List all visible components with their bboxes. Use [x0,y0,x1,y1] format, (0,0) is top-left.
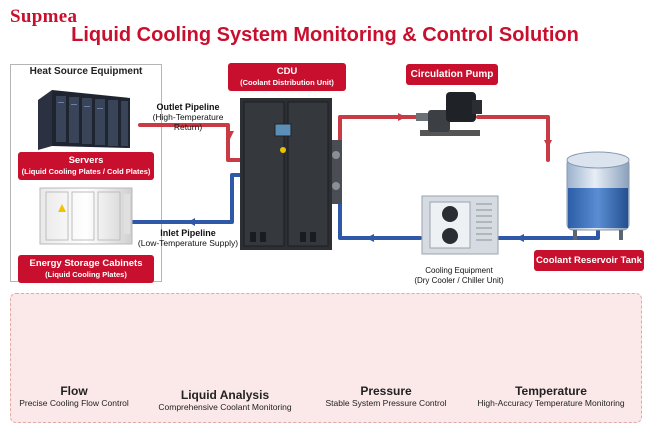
cdu-label-sub: (Coolant Distribution Unit) [240,78,334,87]
category-liquid-analysis-sub: Comprehensive Coolant Monitoring [158,402,292,412]
pump-label: Circulation Pump [406,64,498,85]
inlet-pipeline-note: Inlet Pipeline (Low-Temperature Supply) [136,228,240,248]
category-liquid-analysis: Liquid Analysis Comprehensive Coolant Mo… [150,388,300,412]
energy-storage-cabinet-icon [39,187,133,245]
cooler-title: Cooling Equipment [425,266,493,275]
storage-label-title: Energy Storage Cabinets [29,258,143,269]
circulation-pump-icon [416,92,482,136]
inlet-pipeline-title: Inlet Pipeline [160,228,216,238]
cooler-sub: (Dry Cooler / Chiller Unit) [414,276,504,285]
category-flow-title: Flow [60,384,88,398]
servers-label: Servers (Liquid Cooling Plates / Cold Pl… [18,152,154,180]
heat-source-title: Heat Source Equipment [29,66,143,77]
category-pressure: Pressure Stable System Pressure Control [318,384,454,408]
storage-label-sub: (Liquid Cooling Plates) [45,270,127,279]
category-pressure-title: Pressure [360,384,412,398]
server-rack-icon [38,90,130,150]
category-temperature-sub: High-Accuracy Temperature Monitoring [477,398,625,408]
inlet-pipeline-sub: (Low-Temperature Supply) [137,238,239,248]
outlet-pipeline-note: Outlet Pipeline (High-Temperature Return… [138,102,238,132]
category-temperature-title: Temperature [515,384,587,398]
servers-label-title: Servers [68,155,104,166]
page-title: Liquid Cooling System Monitoring & Contr… [71,24,579,46]
category-pressure-sub: Stable System Pressure Control [325,398,447,408]
category-liquid-analysis-title: Liquid Analysis [180,388,270,402]
storage-label: Energy Storage Cabinets (Liquid Cooling … [18,255,154,283]
instrument-categories-panel [10,293,642,423]
brand-logo: Supmea [10,6,78,27]
category-flow: Flow Precise Cooling Flow Control [14,384,134,408]
outlet-pipeline-sub: (High-Temperature Return) [152,112,224,132]
category-temperature: Temperature High-Accuracy Temperature Mo… [466,384,636,408]
cdu-label: CDU (Coolant Distribution Unit) [228,63,346,91]
cold-pipeline [130,173,600,242]
cooler-note: Cooling Equipment (Dry Cooler / Chiller … [404,266,514,286]
servers-label-sub: (Liquid Cooling Plates / Cold Plates) [21,167,151,176]
category-flow-sub: Precise Cooling Flow Control [19,398,129,408]
cdu-label-title: CDU [276,66,298,77]
dry-cooler-icon [421,195,499,255]
tank-label: Coolant Reservoir Tank [534,250,644,271]
cdu-cabinet-icon [240,98,342,250]
outlet-pipeline-title: Outlet Pipeline [156,102,220,112]
coolant-tank-icon [566,151,630,240]
